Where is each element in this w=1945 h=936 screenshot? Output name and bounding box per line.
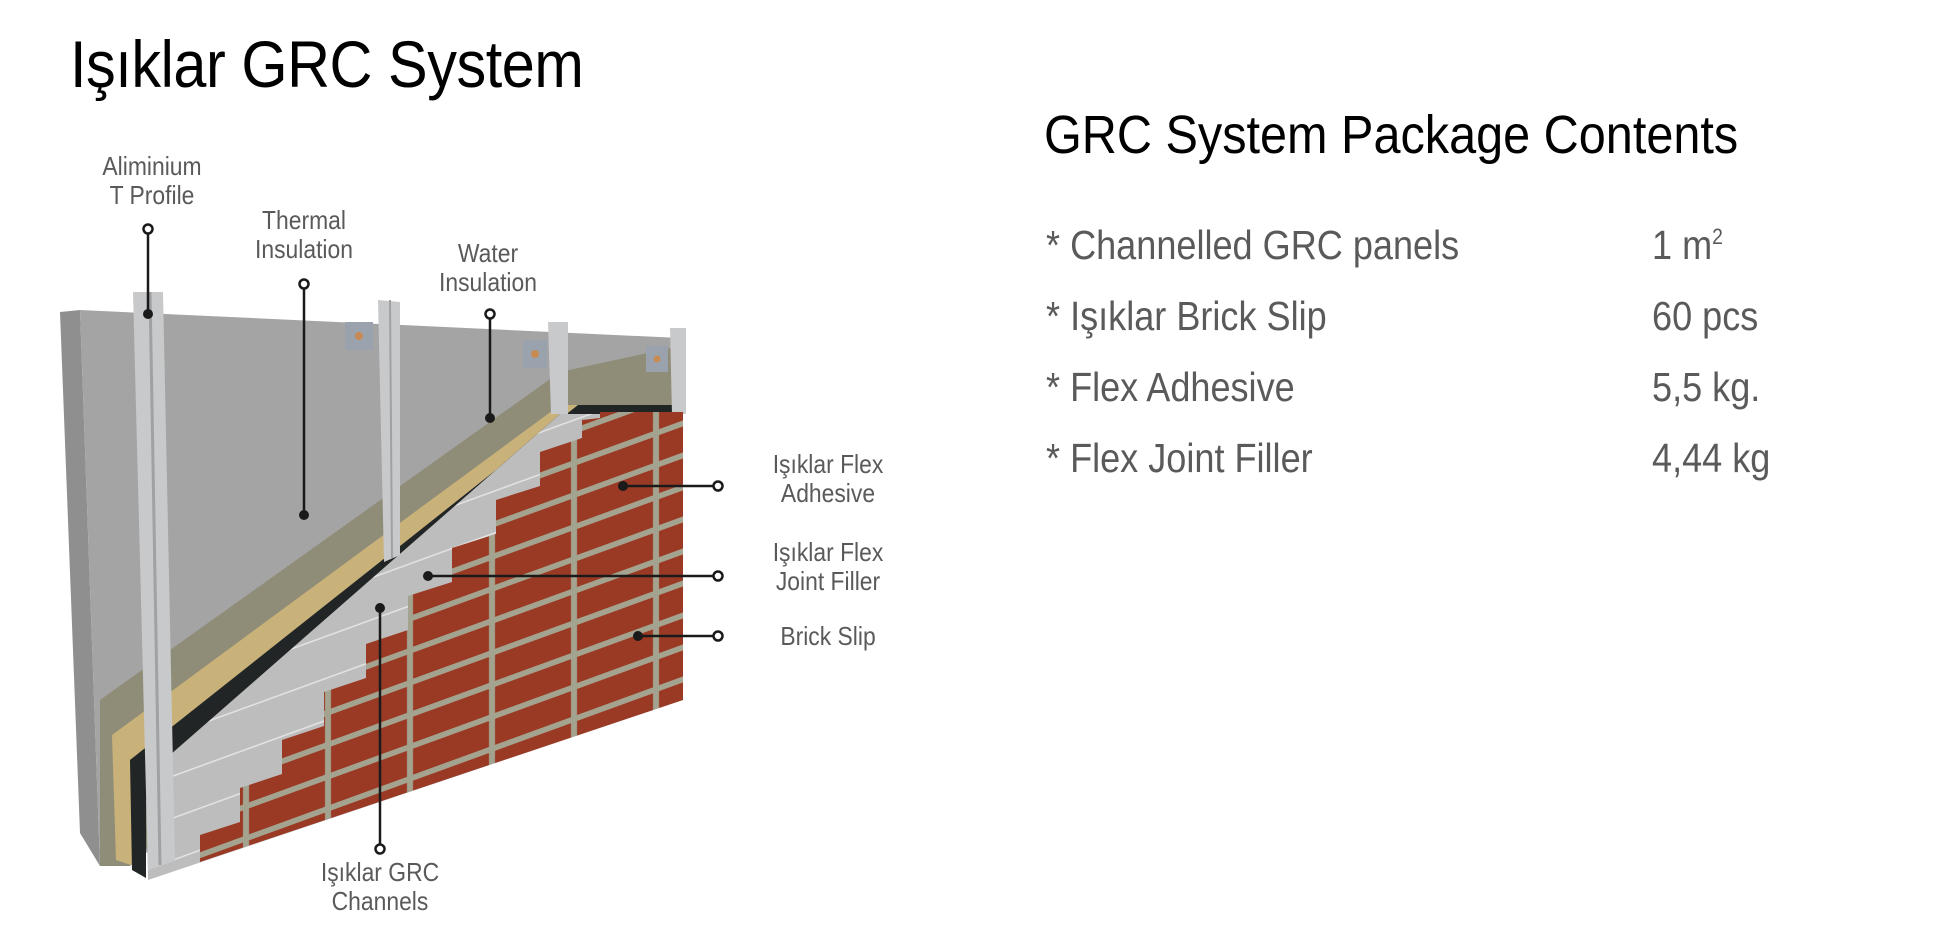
leader-aluminium-end	[142, 223, 154, 235]
aluminium-t-profiles	[133, 291, 686, 870]
label-line: Brick Slip	[780, 621, 876, 651]
leader-aluminium-dot	[143, 309, 153, 319]
label-line: Aliminium	[102, 151, 202, 181]
label-flex-joint-filler: Işıklar Flex Joint Filler	[773, 538, 884, 596]
t-profile-4	[670, 328, 686, 414]
label-line: Adhesive	[780, 478, 876, 508]
label-water-insulation: Water Insulation	[439, 239, 537, 297]
label-line: T Profile	[109, 180, 195, 210]
label-line: Channels	[331, 886, 429, 916]
package-item-name: * Channelled GRC panels	[1046, 222, 1460, 268]
label-aluminium-t-profile: Aliminium T Profile	[102, 152, 201, 210]
package-item-name: * Işıklar Brick Slip	[1046, 293, 1327, 339]
package-contents-title: GRC System Package Contents	[1044, 105, 1739, 165]
label-line: Thermal	[262, 205, 346, 235]
page-title: Işıklar GRC System	[70, 27, 584, 101]
qty-value: 1 m	[1652, 222, 1713, 268]
package-item-qty: 60 pcs	[1652, 293, 1759, 339]
wall-side	[60, 310, 100, 866]
package-item-name: * Flex Adhesive	[1046, 364, 1295, 410]
label-line: Işıklar GRC	[320, 857, 440, 887]
label-line: Insulation	[439, 267, 537, 297]
package-item-name: * Flex Joint Filler	[1046, 435, 1313, 481]
label-line: Water	[457, 238, 519, 268]
qty-superscript: 2	[1712, 224, 1723, 249]
brick-slip-layer	[200, 412, 683, 862]
label-line: Joint Filler	[775, 566, 881, 596]
package-item-qty: 1 m2	[1652, 222, 1723, 269]
label-brick-slip: Brick Slip	[780, 622, 875, 651]
t-profile-3	[548, 322, 568, 414]
label-grc-channels: Işıklar GRC Channels	[321, 858, 439, 916]
label-thermal-insulation: Thermal Insulation	[255, 206, 353, 264]
label-line: Insulation	[255, 234, 353, 264]
package-item-qty: 5,5 kg.	[1652, 364, 1761, 410]
label-line: Işıklar Flex	[772, 449, 884, 479]
leader-lines	[142, 223, 724, 855]
thermal-insulation-side	[112, 735, 134, 866]
package-item-qty: 4,44 kg	[1652, 435, 1771, 481]
label-line: Işıklar Flex	[772, 537, 884, 567]
label-flex-adhesive: Işıklar Flex Adhesive	[773, 450, 884, 508]
t-profile-2	[378, 300, 400, 562]
thermal-insulation-edge	[112, 405, 578, 760]
